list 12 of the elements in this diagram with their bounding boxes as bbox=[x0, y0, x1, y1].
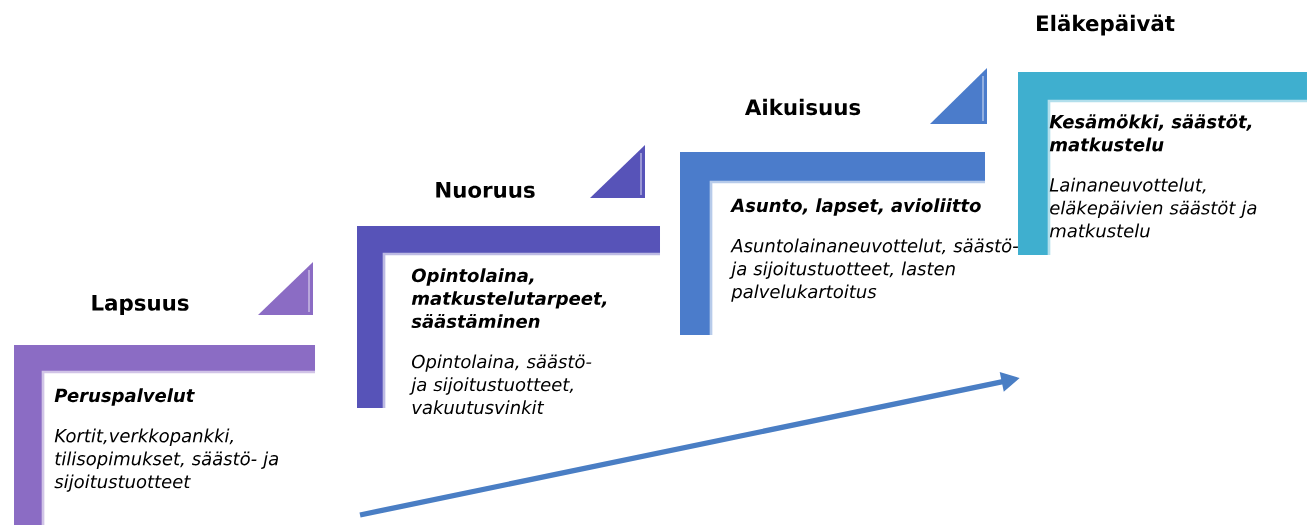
step-heading: Aikuisuus bbox=[744, 98, 861, 116]
step-title: Kesämökki, säästöt, matkustelu bbox=[1049, 114, 1252, 152]
step-description: Opintolaina, säästö- ja sijoitustuotteet, vakuutusvinkit bbox=[409, 354, 592, 415]
step-heading: Nuoruus bbox=[436, 182, 535, 198]
step-heading: Lapsuus bbox=[92, 295, 189, 315]
step-description: Lainaneuvottelut, eläkepäivien säästöt ja matkustelu bbox=[1049, 177, 1257, 238]
step-description: Kortit,verkkopankki, tilisopimukset, säästö- ja sijoitustuotteet bbox=[54, 428, 278, 492]
step-title: Peruspalvelut bbox=[54, 388, 195, 406]
step-title: Asunto, lapset, avioliitto bbox=[730, 198, 981, 216]
step-description: Asuntolainaneuvottelut, säästö- ja sijoitustuotteet, lasten palvelukartoitus bbox=[729, 238, 1018, 302]
step-heading: Eläkepäivät bbox=[1037, 14, 1175, 36]
step-title: Opintolaina, matkustelutarpeet, säästäminen bbox=[411, 268, 607, 329]
